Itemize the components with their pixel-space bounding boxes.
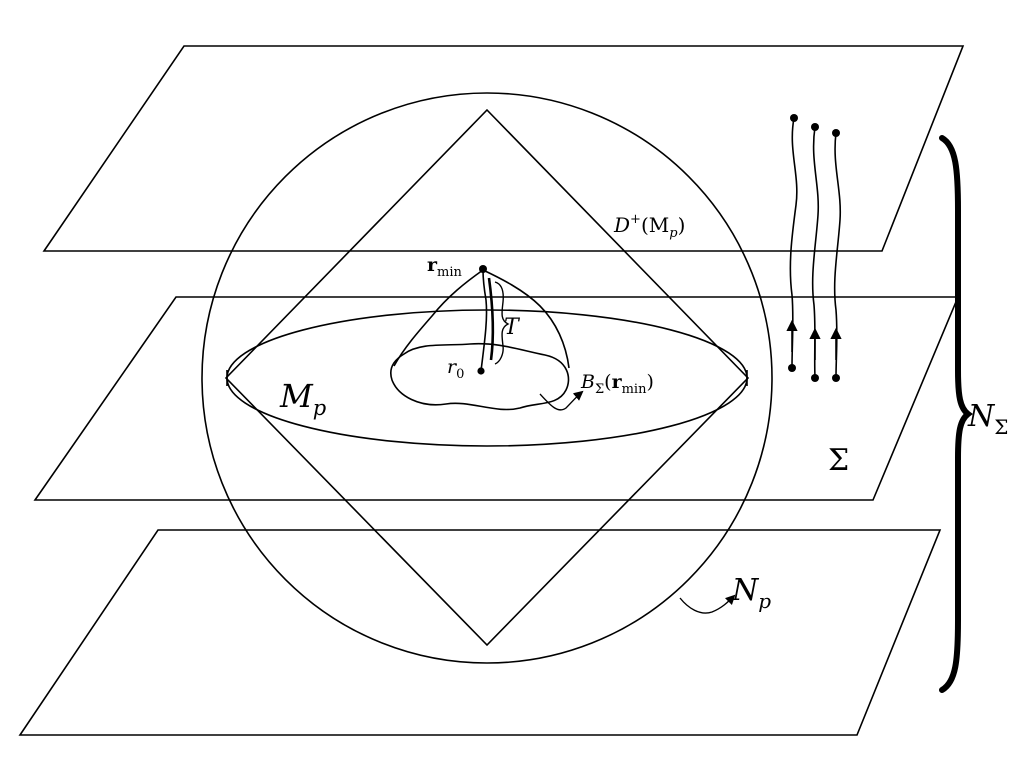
np-label: Np [731, 573, 771, 613]
n-sigma-brace [939, 135, 973, 693]
top-slice-plane [42, 45, 965, 252]
r0-label: r0 [447, 356, 464, 382]
sigma-slice-plane [33, 296, 960, 501]
bottom-slice-plane [18, 529, 942, 736]
neighborhood-np-circle [201, 92, 773, 664]
worldline-3-top-dot [832, 129, 840, 137]
worldline-3-bottom-dot [832, 374, 840, 382]
r-min-label: rmin [427, 254, 463, 280]
r0-worldline [480, 269, 488, 372]
np-pointer-arrow [679, 594, 736, 614]
worldline-2-bottom-dot [811, 374, 819, 382]
worldline-2-top-dot [811, 123, 819, 131]
worldline-1-top-dot [790, 114, 798, 122]
sigma-label: Σ [828, 443, 849, 478]
mp-label: Mp [279, 377, 326, 420]
t-label: T [504, 315, 521, 340]
r0-worldline-thick [487, 277, 495, 361]
ball-region-blob [389, 342, 570, 411]
causal-diamond [224, 108, 750, 647]
ball-label: BΣ(rmin) [580, 371, 654, 397]
r-min-point [479, 265, 487, 273]
n-sigma-label: NΣ [967, 399, 1008, 439]
ball-pointer-arrow [539, 390, 584, 411]
worldline-1-bottom-dot [788, 364, 796, 372]
cone-right-edge [482, 269, 570, 369]
r0-point [477, 367, 485, 375]
t-brace [494, 281, 510, 365]
cone-left-edge [393, 269, 484, 367]
domain-of-dependence-label: D+(Mp) [613, 212, 685, 241]
